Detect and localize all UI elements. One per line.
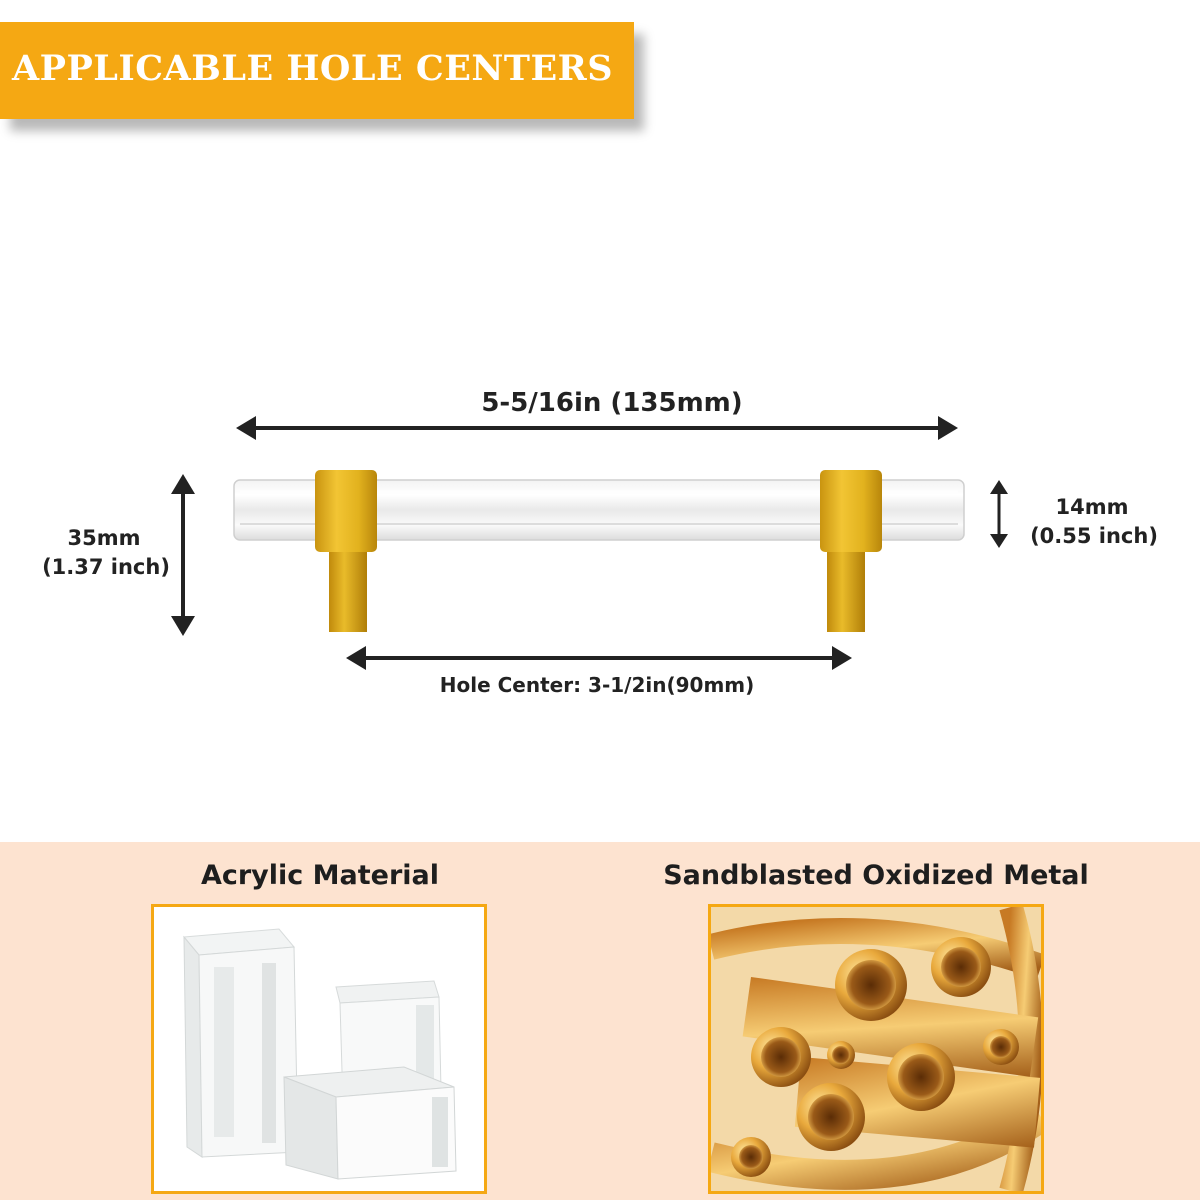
height-inch-label: (1.37 inch) (42, 555, 170, 579)
handle-dimension-diagram: 5-5/16in (135mm) 35mm (1.37 inch) 14mm (… (42, 388, 1158, 697)
hole-center-label: Hole Center: 3-1/2in(90mm) (440, 673, 755, 697)
gold-tubes-image (711, 907, 1041, 1191)
acrylic-photo (151, 904, 487, 1194)
hole-center-arrow (346, 646, 852, 670)
header-banner: APPLICABLE HOLE CENTERS (0, 22, 634, 119)
height-mm-label: 35mm (68, 526, 141, 550)
length-arrow (236, 416, 958, 440)
diameter-inch-label: (0.55 inch) (1030, 524, 1158, 548)
acrylic-title: Acrylic Material (200, 860, 440, 891)
right-leg (827, 548, 865, 632)
left-collar (315, 470, 377, 552)
metal-photo (708, 904, 1044, 1194)
diameter-mm-label: 14mm (1056, 495, 1129, 519)
left-leg (329, 548, 367, 632)
length-label: 5-5/16in (135mm) (481, 388, 742, 418)
right-collar (820, 470, 882, 552)
banner-title: APPLICABLE HOLE CENTERS (12, 48, 613, 89)
metal-title: Sandblasted Oxidized Metal (663, 860, 1089, 891)
acrylic-blocks-image (154, 907, 484, 1191)
acrylic-bar (233, 479, 965, 541)
diameter-arrow (990, 480, 1008, 548)
materials-panel: Acrylic Material Sandblasted Oxidized Me… (0, 842, 1200, 1200)
height-arrow (171, 474, 195, 636)
